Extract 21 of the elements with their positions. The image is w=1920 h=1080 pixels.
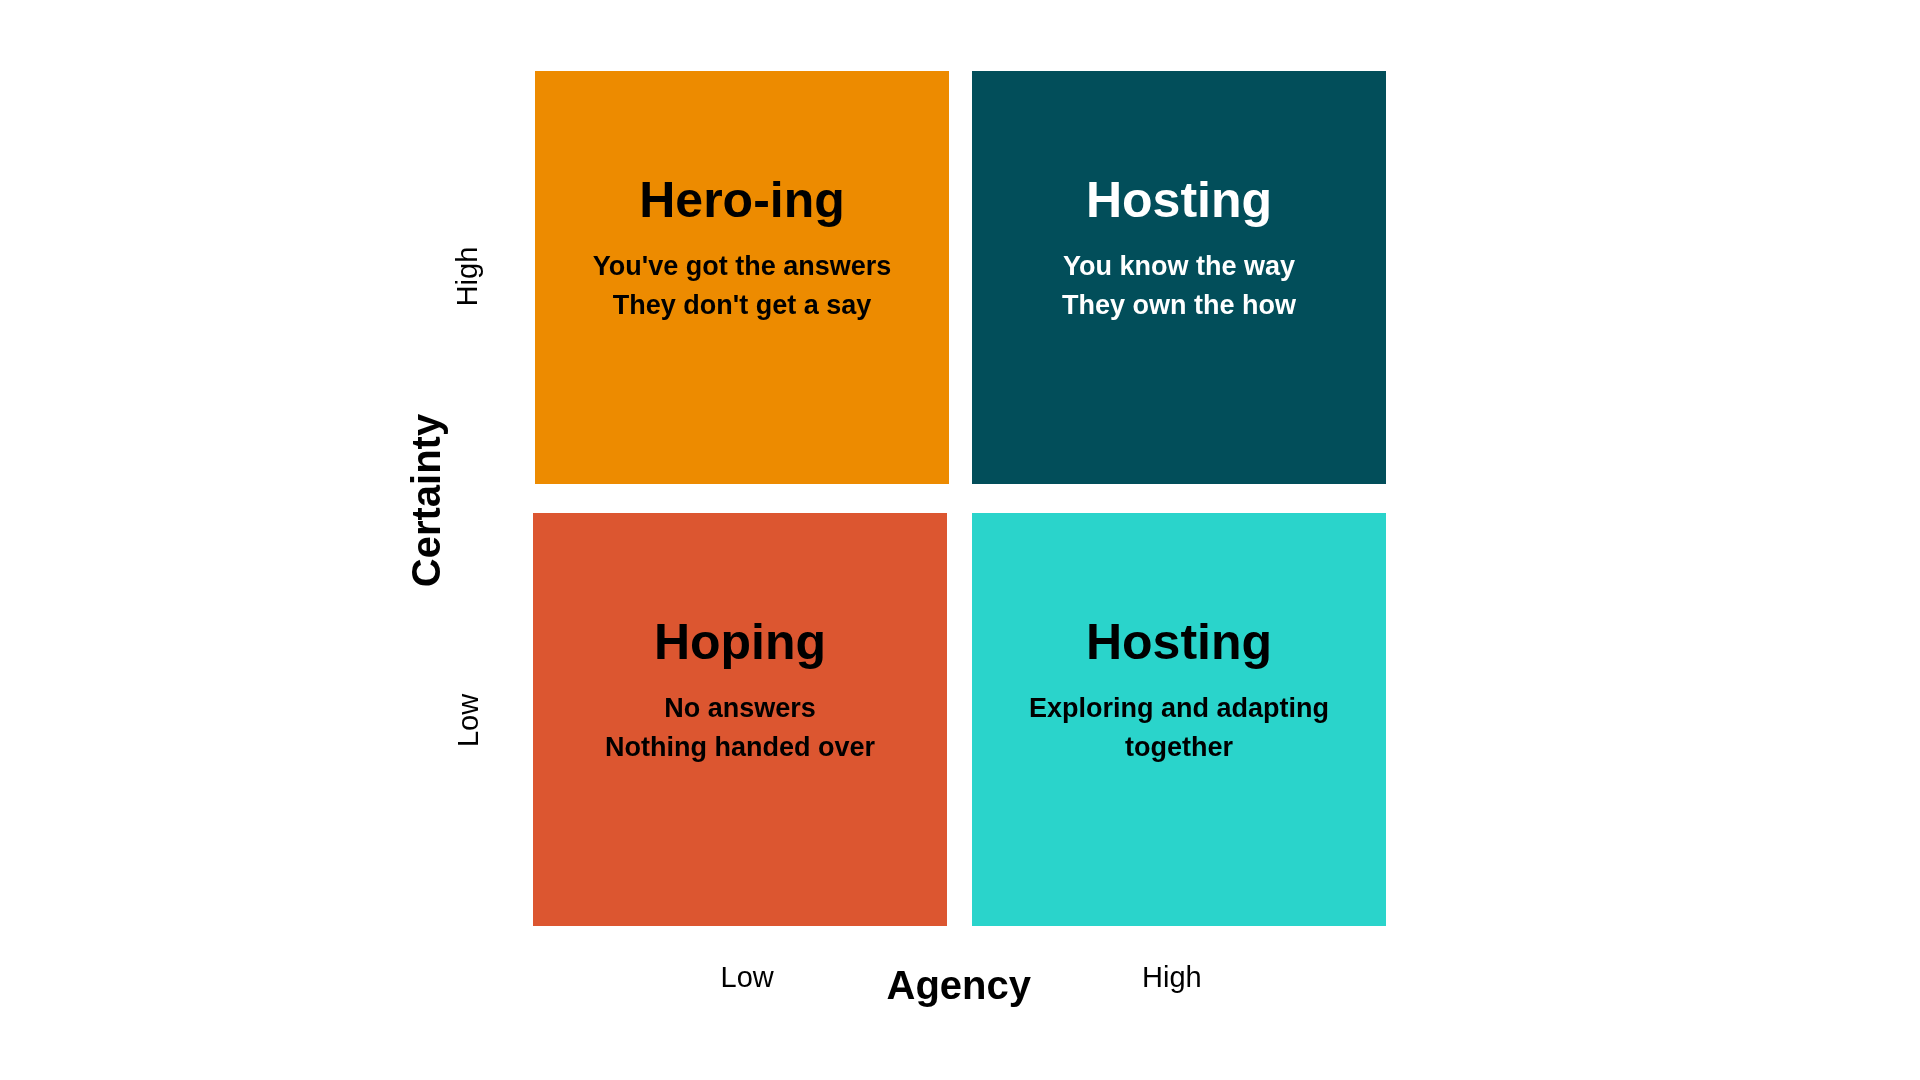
quadrant-description: They own the how [1062,289,1296,322]
quadrant-box [972,513,1386,926]
quadrant-description: Exploring and adapting together [1028,692,1330,764]
quadrant-description: You've got the answers [592,250,892,283]
axis-tick-label: High [451,246,485,306]
quadrant-box [535,71,949,484]
quadrant-heading: Hosting [1085,614,1273,670]
quadrant-description: They don't get a say [612,289,872,322]
axis-tick-label: Low [451,693,485,747]
axis-title: Agency [886,962,1031,1008]
axis-tick-label: Low [720,960,774,994]
quadrant-description: No answers [664,692,816,725]
quadrant-heading: Hoping [653,614,827,670]
axis-tick-label: High [1142,960,1202,994]
quadrant-description: Nothing handed over [605,731,875,764]
quadrant-heading: Hosting [1085,172,1273,228]
quadrant-heading: Hero-ing [639,172,845,228]
quadrant-description: You know the way [1063,250,1295,283]
quadrant-box [972,71,1386,484]
axis-title: Certainty [403,413,449,587]
quadrant-box [533,513,947,926]
